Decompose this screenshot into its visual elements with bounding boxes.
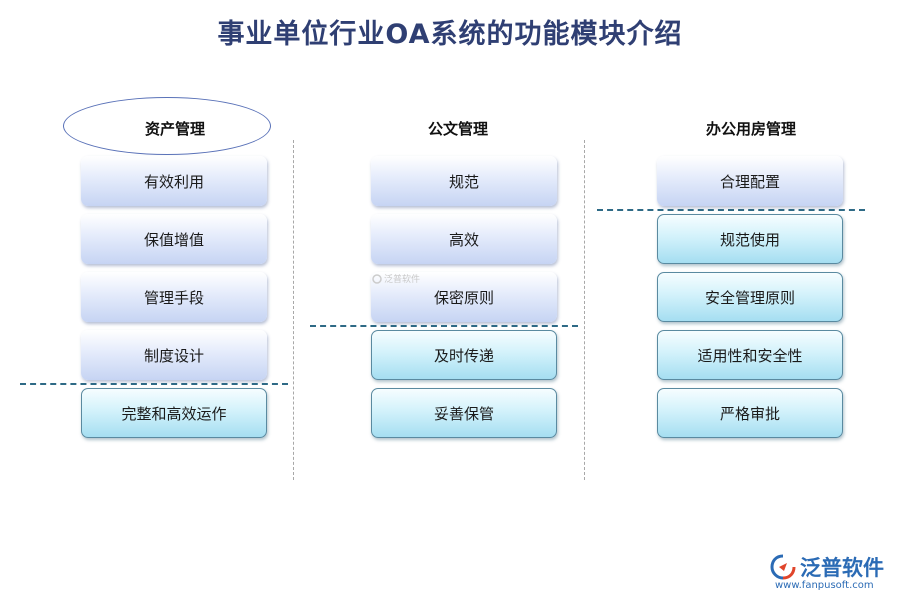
module-box: 妥善保管	[371, 388, 557, 438]
module-box: 安全管理原则	[657, 272, 843, 322]
module-box: 适用性和安全性	[657, 330, 843, 380]
module-box: 制度设计	[81, 330, 267, 380]
module-box: 合理配置	[657, 156, 843, 206]
brand-logo-icon	[770, 554, 796, 580]
module-box: 完整和高效运作	[81, 388, 267, 438]
module-box: 高效	[371, 214, 557, 264]
module-box: 严格审批	[657, 388, 843, 438]
watermark: 泛普软件	[372, 272, 420, 285]
brand-logo: 泛普软件	[770, 552, 884, 582]
module-box: 有效利用	[81, 156, 267, 206]
page-title: 事业单位行业OA系统的功能模块介绍	[217, 19, 683, 50]
section-divider	[310, 325, 578, 327]
watermark-text: 泛普软件	[384, 275, 421, 285]
column-header-documents: 公文管理	[427, 120, 488, 138]
column-divider	[584, 140, 585, 480]
column-divider	[293, 140, 294, 480]
module-box: 保密原则	[371, 272, 557, 322]
watermark-logo-icon	[372, 273, 382, 284]
brand-url: www.fanpusoft.com	[775, 580, 874, 591]
module-box: 规范	[371, 156, 557, 206]
module-box: 保值增值	[81, 214, 267, 264]
module-box: 及时传递	[371, 330, 557, 380]
column-header-office-space: 办公用房管理	[705, 120, 796, 138]
header-ellipse	[63, 97, 271, 155]
brand-logo-text: 泛普软件	[800, 556, 884, 580]
module-box: 规范使用	[657, 214, 843, 264]
module-box: 管理手段	[81, 272, 267, 322]
section-divider	[597, 209, 865, 211]
section-divider	[20, 383, 288, 385]
column-header-assets: 资产管理	[144, 120, 205, 138]
